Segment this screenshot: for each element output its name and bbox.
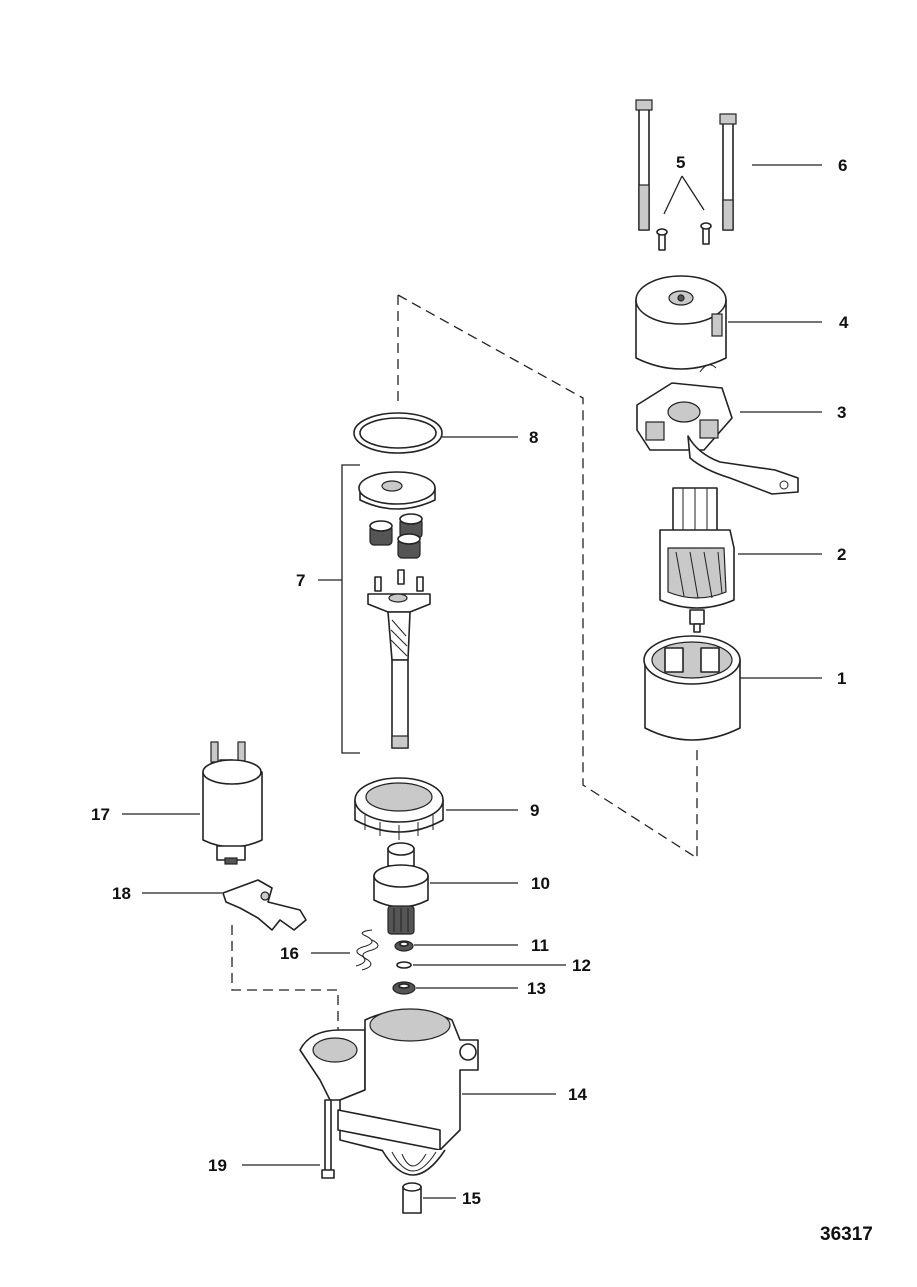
part-11-stop-collar (394, 940, 414, 952)
callout-6: 6 (838, 156, 847, 175)
assembly-guide-lines (231, 294, 698, 1030)
callout-15: 15 (462, 1189, 481, 1208)
part-14-drive-housing (299, 1008, 479, 1176)
part-13-thrust-collar (392, 981, 416, 995)
planet-gear-top (399, 513, 423, 539)
planet-gear-bottom (397, 533, 421, 559)
part-10-drive-pinion (373, 842, 429, 935)
part-5-screws (656, 222, 712, 251)
callout-18: 18 (112, 884, 131, 903)
part-19-mounting-bolt (321, 1099, 335, 1179)
callout-11: 11 (531, 936, 549, 955)
part-1-field-frame (643, 635, 741, 741)
callout-7: 7 (296, 571, 305, 590)
part-16-spring (355, 929, 379, 971)
callout-5: 5 (676, 153, 685, 172)
callout-3: 3 (837, 403, 846, 422)
part-7-gear-assembly (341, 464, 436, 754)
callout-4: 4 (839, 313, 849, 332)
callout-2: 2 (837, 545, 846, 564)
callout-19: 19 (208, 1156, 227, 1175)
part-18-shift-lever (222, 879, 307, 931)
callout-12: 12 (572, 956, 591, 975)
callout-1: 1 (837, 669, 846, 688)
part-8-o-ring (353, 412, 443, 454)
leader-lines (122, 164, 822, 1199)
callout-13: 13 (527, 979, 546, 998)
part-17-solenoid (202, 741, 263, 865)
part-12-retaining-ring (396, 961, 412, 969)
callout-8: 8 (529, 428, 538, 447)
callout-9: 9 (530, 801, 539, 820)
part-3-brush-plate (636, 382, 799, 495)
callout-14: 14 (568, 1085, 587, 1104)
callout-labels: 1 2 3 4 5 6 7 8 9 10 11 12 13 14 15 16 1… (91, 153, 849, 1208)
part-4-end-cap (635, 275, 727, 373)
callout-17: 17 (91, 805, 110, 824)
part-9-ring-gear (354, 777, 444, 840)
callout-16: 16 (280, 944, 299, 963)
planet-gear-left (369, 520, 393, 546)
part-6-through-bolts (635, 99, 737, 231)
callout-10: 10 (531, 874, 550, 893)
part-15-bushing (402, 1182, 422, 1214)
part-2-armature (659, 487, 735, 633)
figure-number: 36317 (820, 1224, 873, 1245)
